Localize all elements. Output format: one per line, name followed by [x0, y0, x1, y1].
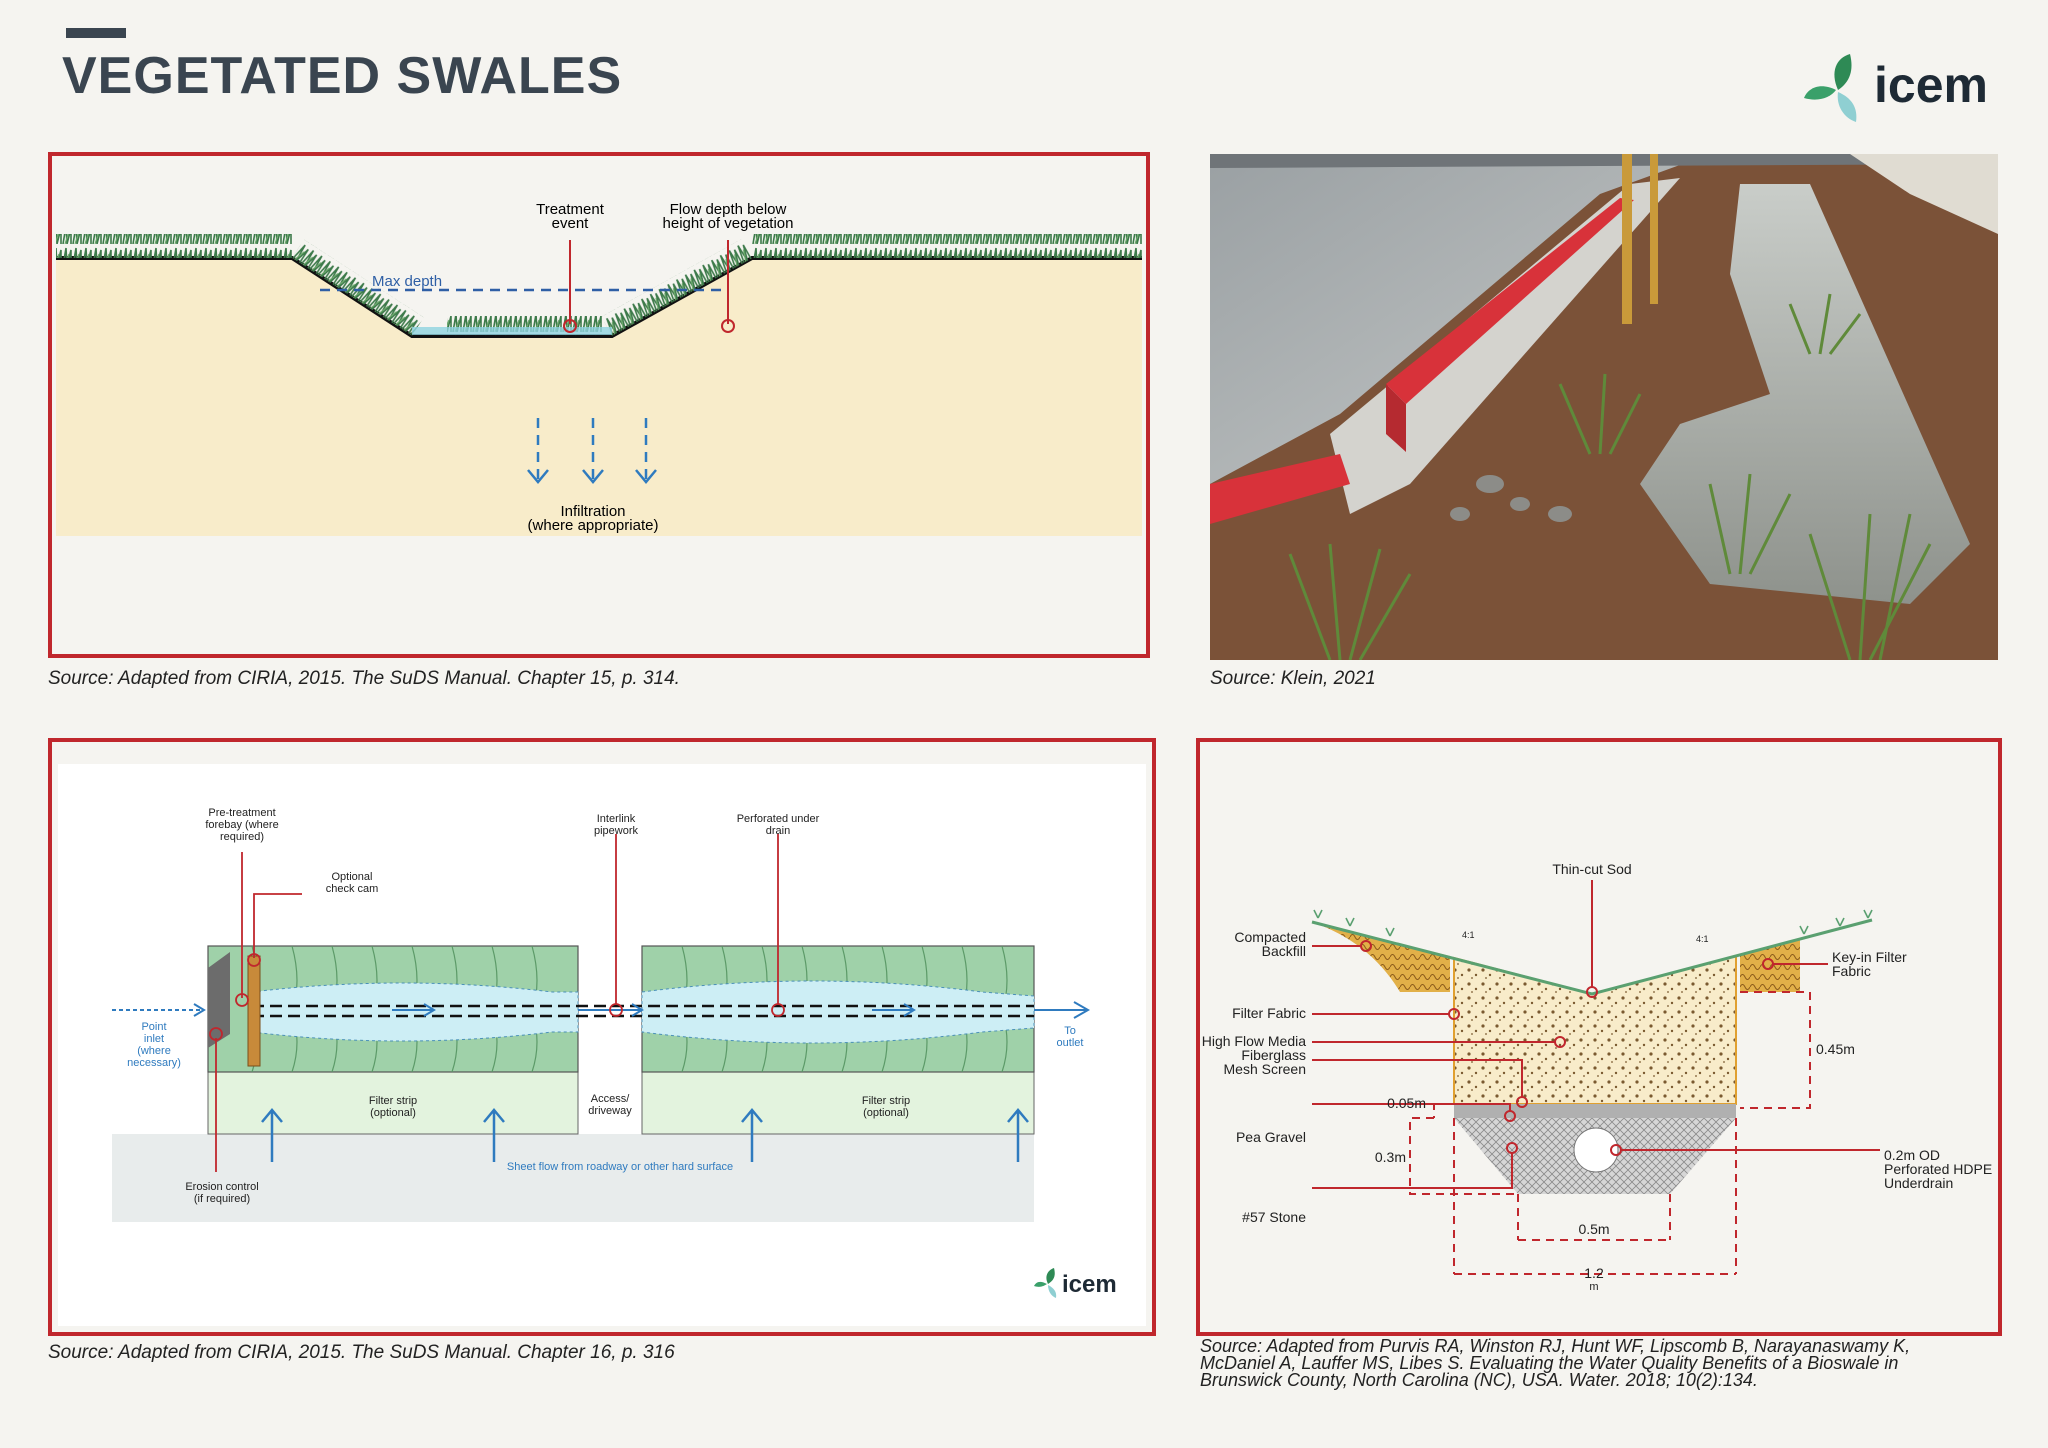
- flow-depth-label-2: height of vegetation: [663, 215, 794, 232]
- checkcam-label-2: check cam: [326, 883, 379, 895]
- pea-gravel: [1454, 1104, 1736, 1118]
- infiltration-label-2: (where appropriate): [528, 517, 659, 534]
- erosion-label-1: Erosion control: [185, 1181, 258, 1193]
- dim-03-label: 0.3m: [1375, 1149, 1406, 1165]
- grass-slope-left: [292, 239, 424, 336]
- treatment-label-2: event: [552, 215, 590, 232]
- dim-045-label: 0.45m: [1816, 1041, 1855, 1057]
- pretreat-label-3: required): [220, 831, 264, 843]
- source-caption-bl: Source: Adapted from CIRIA, 2015. The Su…: [48, 1342, 675, 1363]
- checkcam-label-1: Optional: [332, 871, 373, 883]
- filter-strip-1-label-1: Filter strip: [369, 1095, 417, 1107]
- high-flow-label: High Flow Media: [1202, 1033, 1306, 1049]
- perforated-label-2: drain: [766, 825, 790, 837]
- underdrain-pipe: [1573, 1127, 1619, 1173]
- source-br-line-2: McDaniel A, Lauffer MS, Libes S. Evaluat…: [1200, 1353, 1899, 1373]
- sidewalk: [1330, 178, 1680, 514]
- perforated-label-1: Perforated under: [737, 813, 820, 825]
- swale-plan-panel: Pre-treatment forebay (where required) O…: [48, 738, 1156, 1336]
- sod-label: Thin-cut Sod: [1552, 861, 1631, 877]
- leaf-logo-icon: [1804, 54, 1857, 122]
- dim-12-label-2: m: [1589, 1281, 1598, 1293]
- dim-05-label: 0.5m: [1578, 1221, 1609, 1237]
- interlink-label-2: pipework: [594, 825, 639, 837]
- filter-strip-2-label-2: (optional): [863, 1107, 909, 1119]
- check-cam: [247, 955, 261, 1067]
- point-inlet-label-3: (where: [137, 1045, 171, 1057]
- bioswale-photo: [1210, 154, 1998, 660]
- fiberglass-label-1: Fiberglass: [1241, 1047, 1306, 1063]
- logo-text: icem: [1874, 57, 1988, 113]
- icem-small-logo: icem: [1034, 1268, 1117, 1298]
- source-br-line-1: Source: Adapted from Purvis RA, Winston …: [1200, 1336, 1911, 1356]
- filter-fabric-label: Filter Fabric: [1232, 1005, 1306, 1021]
- stone-label: #57 Stone: [1242, 1209, 1306, 1225]
- water-film: [412, 327, 612, 335]
- dim-005-label: 0.05m: [1387, 1095, 1426, 1111]
- sod-line: [1311, 918, 1873, 996]
- red-curb: [1386, 198, 1634, 404]
- compacted-label-2: Backfill: [1262, 943, 1306, 959]
- keyin-label-1: Key-in Filter: [1832, 949, 1907, 965]
- point-inlet-label-2: inlet: [144, 1033, 164, 1045]
- sheet-flow-arrows: [261, 1108, 1029, 1162]
- pipe-label-1: 0.2m OD: [1884, 1147, 1940, 1163]
- flow-depth-label-1: Flow depth below: [670, 201, 787, 218]
- dim-12-label-1: 1.2: [1584, 1265, 1604, 1281]
- filter-strip-1-label-2: (optional): [370, 1107, 416, 1119]
- compacted-label-1: Compacted: [1234, 929, 1306, 945]
- point-inlet-label-4: necessary): [127, 1057, 181, 1069]
- forebay: [208, 952, 230, 1048]
- pipe-label-2: Perforated HDPE: [1884, 1161, 1992, 1177]
- access-label-2: driveway: [588, 1105, 632, 1117]
- source-br-line-3: Brunswick County, North Carolina (NC), U…: [1200, 1370, 1758, 1390]
- source-caption-br: Source: Adapted from Purvis RA, Winston …: [1200, 1336, 1911, 1390]
- sheet-flow-label: Sheet flow from roadway or other hard su…: [507, 1161, 733, 1173]
- icem-logo: icem: [1800, 52, 2010, 126]
- pretreat-label-1: Pre-treatment: [208, 807, 275, 819]
- swale-cross-section-panel: Max depth Treatment event Flow depth bel…: [48, 152, 1150, 658]
- filter-strip-2-label-1: Filter strip: [862, 1095, 910, 1107]
- swale-plan-diagram: Pre-treatment forebay (where required) O…: [58, 764, 1146, 1326]
- treatment-label-1: Treatment: [536, 201, 605, 218]
- access-label-1: Access/: [591, 1093, 630, 1105]
- max-depth-label: Max depth: [372, 273, 442, 290]
- source-caption-tr: Source: Klein, 2021: [1210, 668, 1376, 689]
- outlet-label-2: outlet: [1057, 1037, 1084, 1049]
- small-logo-text: icem: [1062, 1271, 1117, 1298]
- ratio-left-label: 4:1: [1462, 930, 1475, 940]
- ratio-right-label: 4:1: [1696, 934, 1709, 944]
- fiberglass-label-2: Mesh Screen: [1224, 1061, 1306, 1077]
- grass-slope-right: [601, 239, 752, 336]
- pretreat-label-2: forebay (where: [205, 819, 278, 831]
- bioswale-detail-panel: Thin-cut Sod 4:1 4:1 Compacted Backfill …: [1196, 738, 2002, 1336]
- bioswale-detail-diagram: Thin-cut Sod 4:1 4:1 Compacted Backfill …: [1202, 861, 1992, 1293]
- swale-cross-section-diagram: Max depth Treatment event Flow depth bel…: [56, 201, 1142, 536]
- wet-road: [1210, 154, 1710, 484]
- keyin-label-2: Fabric: [1832, 963, 1871, 979]
- title-accent-bar: [66, 28, 126, 38]
- grass-right: [752, 234, 1142, 258]
- underdrain-pipe: [252, 1004, 1034, 1018]
- infiltration-arrows: [527, 418, 657, 484]
- grass-left: [56, 234, 292, 258]
- interlink-label-1: Interlink: [597, 813, 636, 825]
- hard-surface: [112, 1134, 1034, 1222]
- grass-clumps: [1288, 293, 1932, 660]
- pea-gravel-label: Pea Gravel: [1236, 1129, 1306, 1145]
- infiltration-label-1: Infiltration: [560, 503, 625, 520]
- high-flow-media: [1453, 954, 1737, 1105]
- erosion-label-2: (if required): [194, 1193, 250, 1205]
- pipe-label-3: Underdrain: [1884, 1175, 1953, 1191]
- source-caption-tl: Source: Adapted from CIRIA, 2015. The Su…: [48, 668, 680, 689]
- page-title: VEGETATED SWALES: [62, 47, 623, 105]
- dimension-lines: [1409, 991, 1811, 1275]
- outlet-label-1: To: [1064, 1025, 1076, 1037]
- water-channel: [1640, 184, 1970, 604]
- point-inlet-label-1: Point: [141, 1021, 166, 1033]
- compacted-backfill: [1312, 922, 1450, 992]
